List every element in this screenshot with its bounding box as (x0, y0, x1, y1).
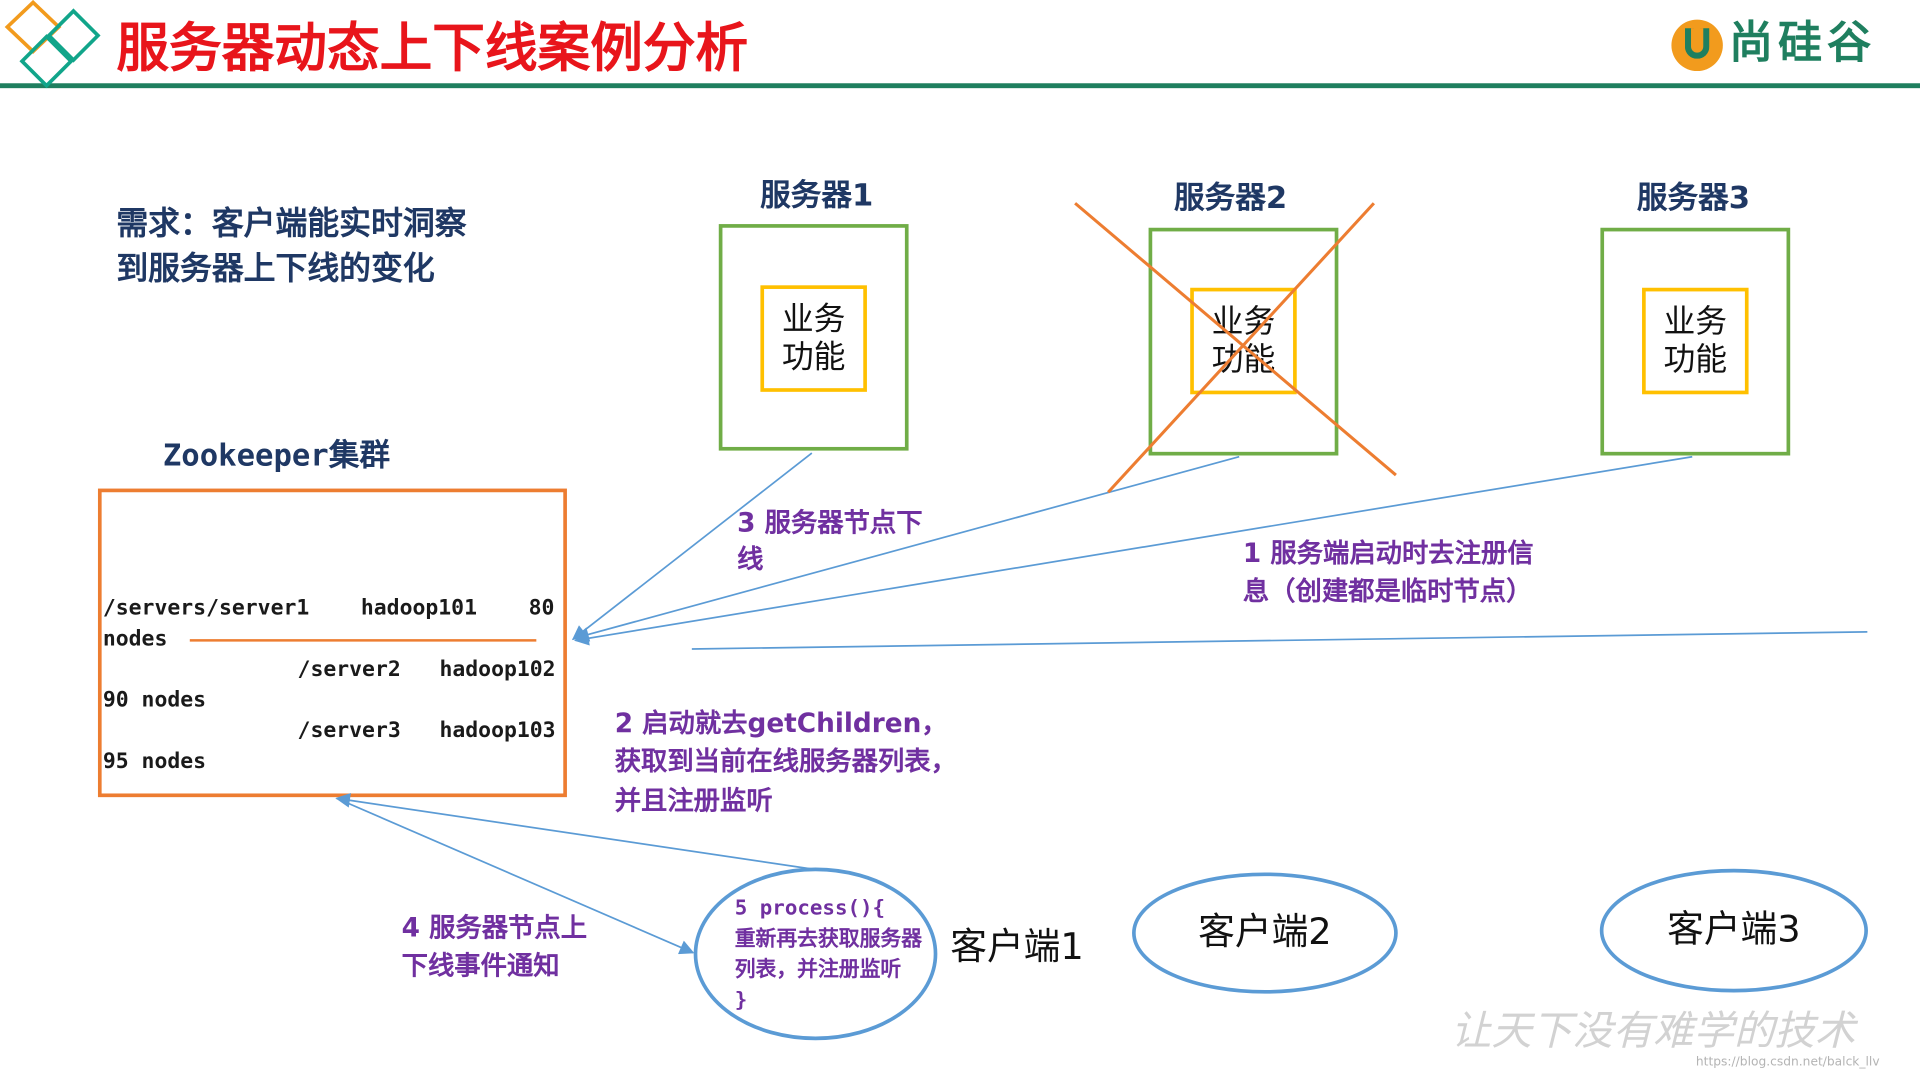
server-1-label: 服务器1 (760, 177, 874, 214)
watermark-url: https://blog.csdn.net/balck_llv (1695, 1055, 1880, 1069)
requirement-text: 需求：客户端能实时洞察 到服务器上下线的变化 (116, 202, 466, 293)
function-line: 业务 (781, 300, 846, 338)
step-2-line: 获取到当前在线服务器列表， (614, 746, 957, 778)
brand-u-icon (1671, 19, 1723, 72)
brand-name: 尚硅谷 (1728, 18, 1876, 69)
client-2-label: 客户端2 (1198, 911, 1332, 954)
step-4-line: 4 服务器节点上 (401, 912, 588, 944)
orange-diamond (4, 0, 62, 54)
server-3-box (1600, 227, 1791, 456)
step-5-line: } (734, 987, 748, 1013)
zookeeper-node-line: /server3 hadoop103 (297, 718, 556, 743)
step-3-line: 3 服务器节点下 (737, 508, 923, 539)
zookeeper-box (97, 488, 567, 798)
requirement-line-2: 到服务器上下线的变化 (116, 251, 435, 288)
step-3-annotation: 3 服务器节点下 线 (737, 506, 922, 579)
function-line: 功能 (781, 338, 846, 376)
step-5-line: 列表，并注册监听 (734, 956, 902, 982)
zookeeper-node-line: nodes (102, 626, 168, 651)
step-1-annotation: 1 服务端启动时去注册信 息（创建都是临时节点） (1243, 534, 1534, 610)
green-diamond-right (46, 8, 101, 63)
brand-logo: 尚硅谷 (1668, 17, 1888, 73)
function-line: 功能 (1211, 341, 1276, 378)
step-2-annotation: 2 启动就去getChildren， 获取到当前在线服务器列表， 并且注册监听 (615, 705, 957, 821)
watermark-slogan: 让天下没有难学的技术 (1451, 1006, 1856, 1055)
zookeeper-node-line: 90 nodes (102, 687, 207, 713)
step-5-line: 5 process(){ (734, 895, 886, 921)
diamond-logo-icon (4, 0, 101, 89)
step-4-line: 下线事件通知 (401, 950, 560, 982)
server-2-function-box: 业务 功能 (1190, 287, 1297, 395)
client-1-label: 客户端1 (950, 925, 1084, 969)
brand-u-shape (1684, 28, 1710, 59)
step-5-annotation: 5 process(){ 重新再去获取服务器 列表，并注册监听 } (735, 893, 922, 1015)
function-line: 业务 (1211, 303, 1276, 340)
header-rule (0, 83, 1920, 89)
step-2-line: 2 启动就去getChildren， (614, 708, 948, 739)
zookeeper-node-line: 95 nodes (102, 748, 207, 774)
server-2-label: 服务器2 (1174, 180, 1288, 216)
zookeeper-label: Zookeeper集群 (162, 437, 390, 473)
function-line: 业务 (1663, 303, 1728, 340)
step-3-line: 线 (737, 544, 764, 576)
green-diamond-bottom (19, 34, 74, 89)
server-1-function-box: 业务 功能 (760, 285, 867, 392)
server-1-box (718, 224, 909, 451)
step-4-annotation: 4 服务器节点上 下线事件通知 (402, 909, 587, 985)
step-2-line: 并且注册监听 (614, 785, 773, 817)
function-line: 功能 (1663, 341, 1728, 378)
zookeeper-node-line: /server2 hadoop102 (297, 656, 556, 682)
page-title: 服务器动态上下线案例分析 (116, 18, 749, 80)
server-3-function-box: 业务 功能 (1642, 287, 1749, 395)
client-3-label: 客户端3 (1667, 908, 1801, 952)
server-3-label: 服务器3 (1636, 180, 1751, 216)
requirement-line-1: 需求：客户端能实时洞察 (116, 205, 467, 243)
zookeeper-node-line: /servers/server1 hadoop101 80 (102, 595, 555, 621)
step-5-line: 重新再去获取服务器 (734, 926, 923, 951)
horizontal-flow-line (691, 630, 1868, 650)
step-1-line: 1 服务端启动时去注册信 (1242, 538, 1534, 569)
step-1-line: 息（创建都是临时节点） (1242, 576, 1533, 607)
